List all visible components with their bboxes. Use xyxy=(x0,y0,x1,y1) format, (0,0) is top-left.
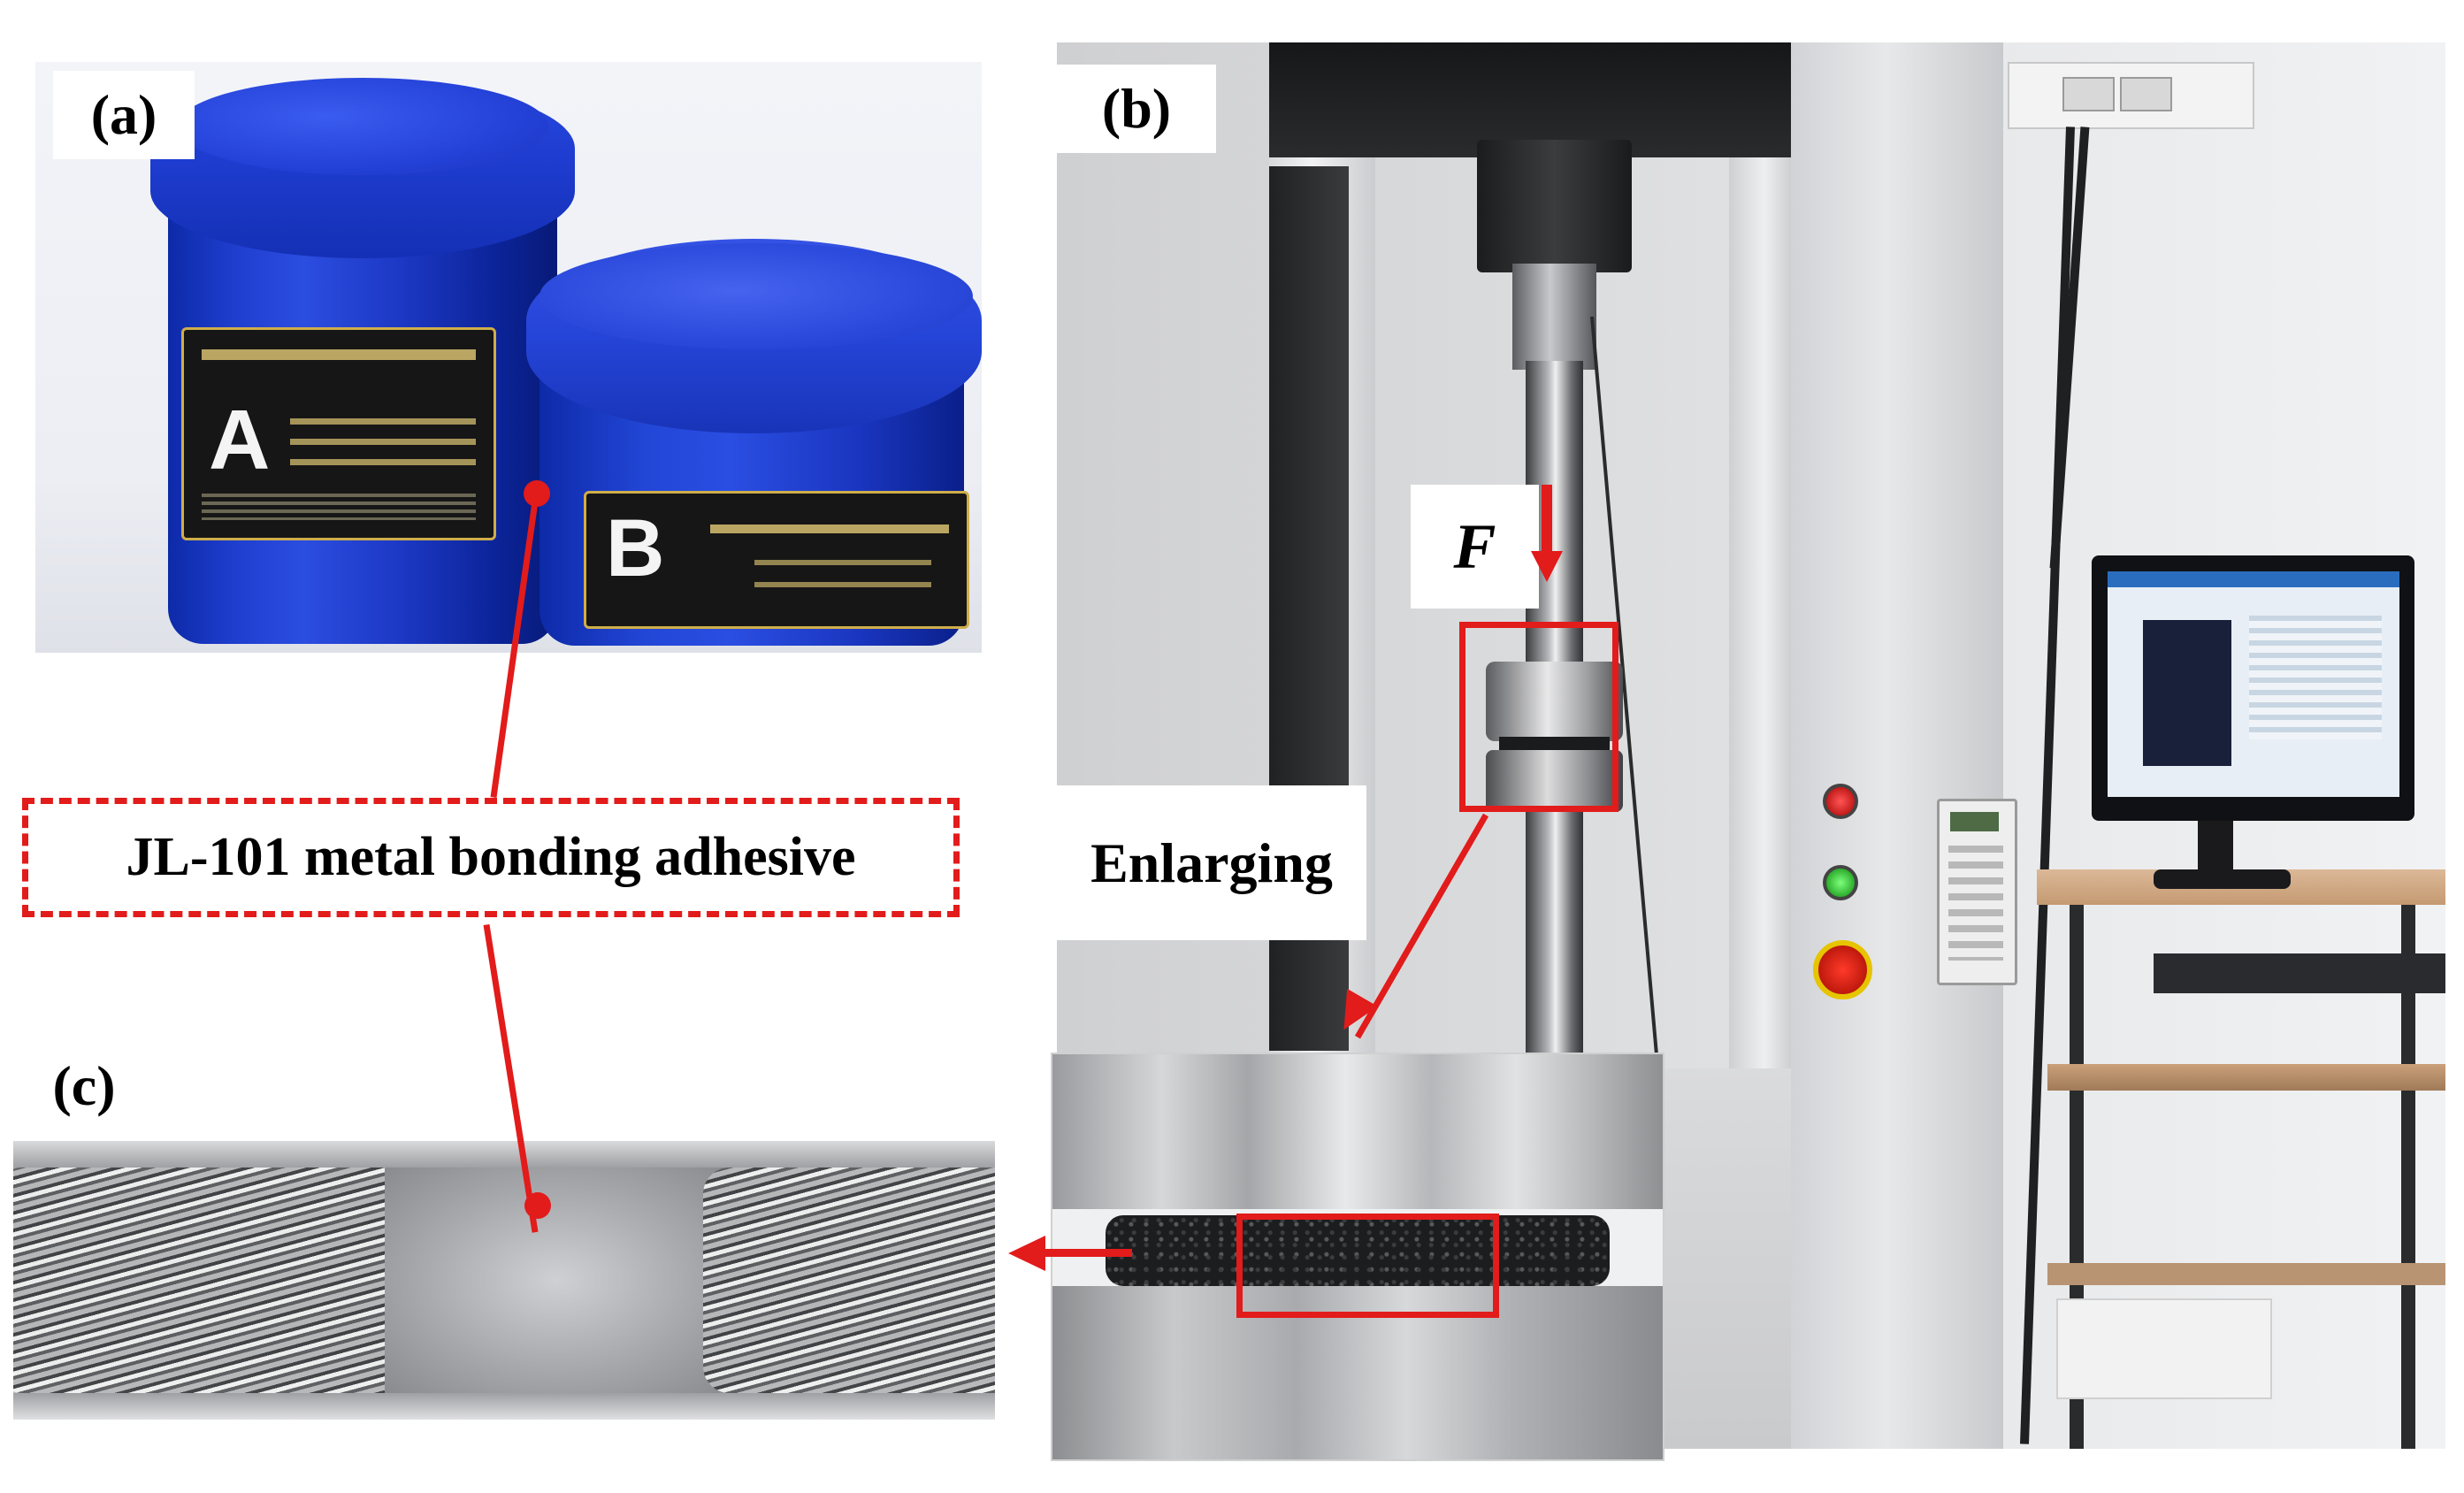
jar-a-label-lines xyxy=(290,418,476,479)
computer-monitor xyxy=(2092,555,2414,821)
adhesive-matrix xyxy=(385,1168,730,1393)
desk-leg xyxy=(2401,905,2415,1449)
upper-platen xyxy=(1486,662,1623,741)
jar-b-label-header xyxy=(710,524,949,533)
monitor-base xyxy=(2154,869,2291,889)
jar-b-letter: B xyxy=(606,503,665,593)
jar-a-label: A xyxy=(181,327,496,540)
jar-a-lid-top xyxy=(177,78,548,175)
panel-a-tag: (a) xyxy=(53,71,195,159)
panel-c-cross-section-photo xyxy=(13,1141,995,1420)
inset-upper-platen xyxy=(1052,1054,1663,1209)
desk-shelf xyxy=(2047,1263,2445,1285)
lower-platen xyxy=(1486,750,1623,812)
inset-highlight-box xyxy=(1236,1214,1499,1318)
desk-shelf xyxy=(2047,1064,2445,1091)
adhesive-callout: JL-101 metal bonding adhesive xyxy=(22,798,960,917)
section-marker-dot xyxy=(524,1192,551,1219)
inset-to-section-arrow xyxy=(1044,1249,1132,1257)
monitor-stand xyxy=(2198,821,2233,874)
jar-marker-dot xyxy=(524,480,550,507)
enlarged-specimen-inset xyxy=(1051,1053,1664,1461)
green-indicator-lamp xyxy=(1823,865,1858,900)
keyboard xyxy=(2154,953,2445,993)
specimen-highlight-box xyxy=(1459,622,1618,812)
jar-b-label: B xyxy=(584,491,969,629)
jar-a-label-header xyxy=(202,349,476,360)
wire-mesh-right xyxy=(703,1168,995,1393)
force-arrow xyxy=(1542,485,1552,555)
upper-coupling xyxy=(1512,264,1596,370)
wire-mesh-left xyxy=(13,1168,411,1393)
jar-a-letter: A xyxy=(209,393,271,487)
force-label: F xyxy=(1453,510,1496,582)
emergency-stop-button xyxy=(1813,940,1872,999)
arrow-left-icon xyxy=(1008,1236,1045,1271)
force-arrow-head-icon xyxy=(1531,551,1563,582)
section-top-sheet xyxy=(13,1141,995,1168)
red-indicator-lamp xyxy=(1823,784,1858,819)
panel-a-adhesive-photo: A B xyxy=(35,62,982,653)
inset-specimen xyxy=(1106,1215,1610,1286)
load-cell-crosshead xyxy=(1477,140,1632,272)
enlarging-label-box xyxy=(1057,785,1366,940)
jar-b-lid-top xyxy=(539,243,973,349)
panel-c-tag: (c) xyxy=(22,1044,146,1128)
frame-top-beam xyxy=(1269,42,1800,157)
specimen-in-machine xyxy=(1499,737,1610,753)
enlarging-label: Enlarging xyxy=(1090,831,1333,894)
panel-b-tag: (b) xyxy=(1057,65,1216,153)
handheld-controller xyxy=(1937,799,2017,985)
printer xyxy=(2056,1298,2272,1399)
power-socket xyxy=(2008,62,2254,129)
control-cabinet xyxy=(1791,42,2003,1449)
frame-right-column xyxy=(1729,157,1800,1095)
force-label-box xyxy=(1411,485,1539,609)
jar-a-label-fineprint xyxy=(202,494,476,520)
section-bottom-sheet xyxy=(13,1393,995,1420)
